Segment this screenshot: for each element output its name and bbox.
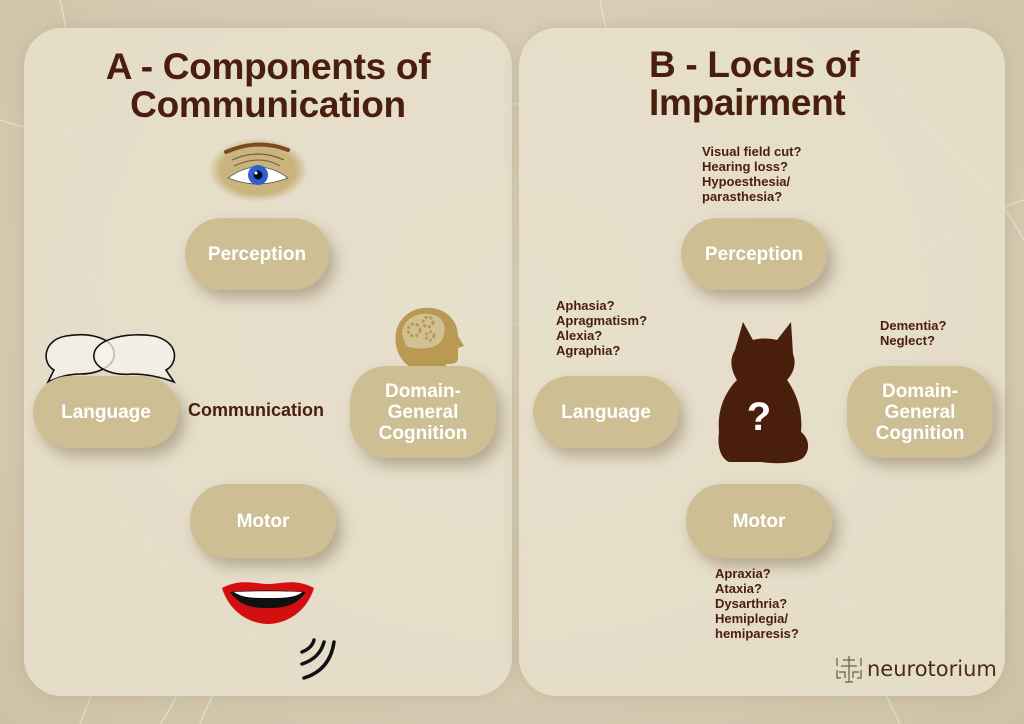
neurotorium-logo-icon bbox=[836, 656, 862, 683]
panel-b-title: B - Locus of Impairment bbox=[649, 46, 859, 122]
speech-bubbles-icon bbox=[45, 334, 177, 384]
node-language[interactable]: Language bbox=[33, 376, 179, 448]
node-perception[interactable]: Perception bbox=[185, 218, 329, 290]
node-perception-label: Perception bbox=[704, 243, 804, 265]
cognition-impairments-note: Dementia? Neglect? bbox=[880, 318, 947, 348]
node-domain-general-cognition[interactable]: Domain- General Cognition bbox=[350, 366, 496, 458]
node-language[interactable]: Language bbox=[533, 376, 679, 448]
panel-a-title-line2: Communication bbox=[130, 84, 406, 125]
node-cognition-label-2: General bbox=[884, 401, 956, 423]
panel-locus-of-impairment: B - Locus of Impairment Visual field cut… bbox=[519, 28, 1005, 696]
cat-question-mark: ? bbox=[747, 395, 771, 439]
panel-a-title-line1: A - Components of bbox=[105, 46, 431, 87]
language-impairments-note: Aphasia? Apragmatism? Alexia? Agraphia? bbox=[556, 298, 648, 358]
node-motor-label: Motor bbox=[236, 510, 290, 532]
panel-components-of-communication: A - Components of Communication Percepti… bbox=[24, 28, 512, 696]
panel-b-title-line1: B - Locus of bbox=[649, 44, 860, 85]
node-perception-label: Perception bbox=[207, 243, 307, 265]
node-motor-label: Motor bbox=[732, 510, 786, 532]
node-language-label: Language bbox=[561, 401, 651, 423]
node-perception[interactable]: Perception bbox=[681, 218, 827, 290]
panel-b-title-line2: Impairment bbox=[649, 82, 846, 123]
node-motor[interactable]: Motor bbox=[190, 484, 336, 558]
sound-waves-icon bbox=[300, 638, 336, 680]
node-cognition-label-3: Cognition bbox=[378, 422, 468, 444]
node-cognition-label-2: General bbox=[387, 401, 459, 423]
perception-impairments-note: Visual field cut? Hearing loss? Hypoesth… bbox=[702, 144, 802, 204]
center-communication-label: Communication bbox=[188, 400, 325, 420]
node-cognition-label-3: Cognition bbox=[875, 422, 965, 444]
panel-a-title: A - Components of Communication bbox=[24, 48, 512, 124]
node-language-label: Language bbox=[61, 401, 151, 423]
neurotorium-logo[interactable]: neurotorium bbox=[835, 654, 997, 684]
motor-impairments-note: Apraxia? Ataxia? Dysarthria? Hemiplegia/… bbox=[715, 566, 799, 641]
node-cognition-label-1: Domain- bbox=[881, 380, 958, 402]
node-domain-general-cognition[interactable]: Domain- General Cognition bbox=[847, 366, 993, 458]
node-motor[interactable]: Motor bbox=[686, 484, 832, 558]
cat-question-icon: ? bbox=[718, 322, 809, 464]
brand-name: neurotorium bbox=[867, 657, 997, 681]
eye-icon bbox=[208, 138, 308, 202]
node-cognition-label-1: Domain- bbox=[384, 380, 461, 402]
mouth-icon bbox=[222, 582, 314, 624]
